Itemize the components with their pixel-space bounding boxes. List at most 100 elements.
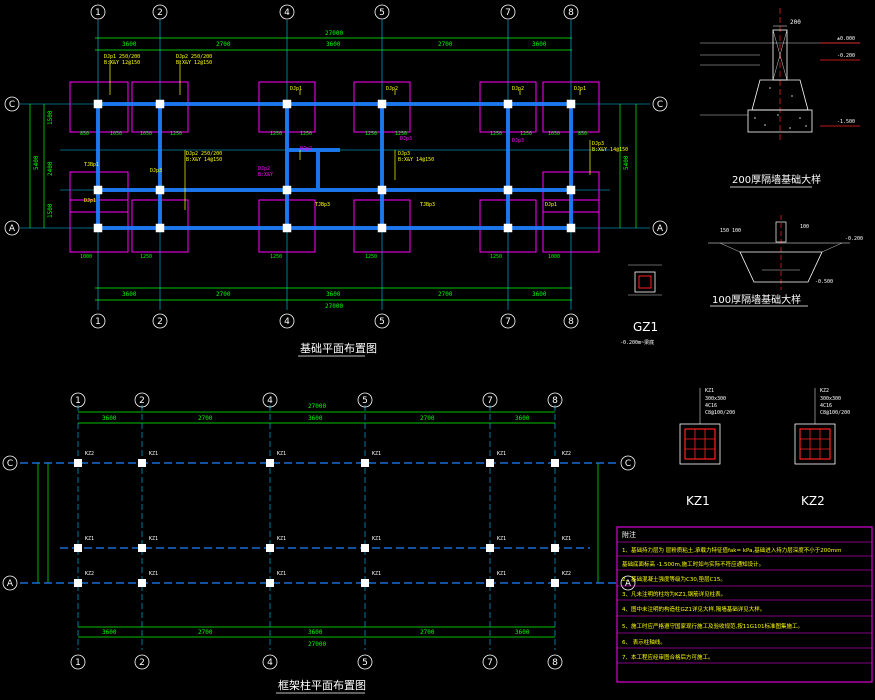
fp-axis-C: C <box>9 100 15 110</box>
cp-kz-r: KZ2 <box>562 571 571 577</box>
svg-text:850: 850 <box>80 131 89 137</box>
svg-text:TJBp3: TJBp3 <box>315 202 330 208</box>
gz1-name: GZ1 <box>633 320 658 334</box>
cp-dim-4: 2700 <box>420 415 435 422</box>
svg-text:100: 100 <box>800 224 809 230</box>
foundation-plan: DJp1 250/200 B:X&Y 12@150 DJp2 250/200 B… <box>4 4 668 357</box>
svg-text:KZ2: KZ2 <box>820 388 829 394</box>
fp-dim-side-total-r: 5400 <box>623 155 630 170</box>
cp-dim-4b: 2700 <box>420 629 435 636</box>
cp-dim-1: 3600 <box>102 415 117 422</box>
cp-kz-m: KZ2 <box>85 571 94 577</box>
svg-text:B:X&Y 12@150: B:X&Y 12@150 <box>176 60 212 66</box>
fp-axis-2b: 2 <box>157 317 163 327</box>
cp-axis-4b: 4 <box>267 658 273 668</box>
fp-axis-5: 5 <box>379 8 385 18</box>
svg-text:1250: 1250 <box>270 131 282 137</box>
svg-text:4C16: 4C16 <box>820 403 832 409</box>
fp-dim-5: 3600 <box>532 41 547 48</box>
svg-text:1250: 1250 <box>270 254 282 260</box>
svg-text:B:X&Y 14@150: B:X&Y 14@150 <box>186 157 222 163</box>
svg-text:1250: 1250 <box>140 254 152 260</box>
cp-kz-a: KZ2 <box>85 451 94 457</box>
svg-text:1250: 1250 <box>365 131 377 137</box>
svg-text:DJp3: DJp3 <box>592 141 604 147</box>
svg-text:DJp3: DJp3 <box>400 136 412 142</box>
svg-text:1000: 1000 <box>548 254 560 260</box>
svg-text:TJBp1: TJBp1 <box>84 162 99 168</box>
svg-text:1050: 1050 <box>140 131 152 137</box>
svg-text:-0.500: -0.500 <box>815 279 833 285</box>
note-4: 4、图中未注明的构造柱GZ1详见大样,隔墙基础详见大样。 <box>622 605 765 613</box>
d200-level-0: ±0.000 <box>837 36 855 42</box>
fp-dim-4b: 2700 <box>438 291 453 298</box>
fp-dim-1: 3600 <box>122 41 137 48</box>
svg-text:DJp2: DJp2 <box>300 146 312 152</box>
detail-200-wall-footing: ±0.000 -0.200 -1.500 200 200厚隔墙基础大样 <box>700 8 860 188</box>
svg-text:1250: 1250 <box>395 131 407 137</box>
fp-axis-C-r: C <box>657 100 663 110</box>
cp-kz-n: KZ1 <box>149 571 158 577</box>
cp-kz-j: KZ1 <box>372 536 381 542</box>
cp-axis-2b: 2 <box>139 658 145 668</box>
svg-text:1000: 1000 <box>80 254 92 260</box>
svg-text:B:X&Y: B:X&Y <box>258 172 273 178</box>
fp-axis-4: 4 <box>284 8 290 18</box>
note-6: 6、 表示柱轴线。 <box>622 638 666 646</box>
cp-axis-7b: 7 <box>487 658 493 668</box>
fp-axis-8: 8 <box>568 8 574 18</box>
note-5: 5、施工时应严格遵守国家现行施工及验收规范,按11G101标准图集施工。 <box>622 622 803 630</box>
cp-dim-3b: 3600 <box>308 629 323 636</box>
svg-text:1250: 1250 <box>520 131 532 137</box>
cp-dim-2b: 2700 <box>198 629 213 636</box>
note-1b: 基础底面标高 -1.500m,施工时如与实际不符应通知设计。 <box>622 560 764 568</box>
svg-text:300x300: 300x300 <box>705 396 726 402</box>
fp-axis-8b: 8 <box>568 317 574 327</box>
cp-dim-2: 2700 <box>198 415 213 422</box>
fp-dim-2b: 2700 <box>216 291 231 298</box>
svg-text:C8@100/200: C8@100/200 <box>705 410 735 416</box>
cp-axis-C-r: C <box>625 459 631 469</box>
gz1-section: GZ1 -0.200m~梁底 <box>620 264 662 346</box>
svg-text:1050: 1050 <box>548 131 560 137</box>
fp-dim-5b: 3600 <box>532 291 547 298</box>
cp-axis-5: 5 <box>362 396 368 406</box>
cp-axis-A-r: A <box>625 579 632 589</box>
d200-level-2: -1.500 <box>837 119 855 125</box>
svg-text:DJp2: DJp2 <box>386 86 398 92</box>
cp-kz-f: KZ2 <box>562 451 571 457</box>
cp-kz-d: KZ1 <box>372 451 381 457</box>
fp-dim-side-total: 5400 <box>33 155 40 170</box>
fp-axis-A-r: A <box>657 224 664 234</box>
cp-axis-8b: 8 <box>552 658 558 668</box>
svg-text:DJp3: DJp3 <box>150 168 162 174</box>
cp-kz-l: KZ1 <box>562 536 571 542</box>
cp-axis-4: 4 <box>267 396 273 406</box>
cp-kz-i: KZ1 <box>277 536 286 542</box>
svg-text:DJp2 250/200: DJp2 250/200 <box>186 151 222 157</box>
cp-kz-b: KZ1 <box>149 451 158 457</box>
svg-text:DJp1 250/200: DJp1 250/200 <box>104 54 140 60</box>
svg-text:1250: 1250 <box>170 131 182 137</box>
column-plan: KZ2 KZ1 KZ1 KZ1 KZ1 KZ2 KZ1 KZ1 KZ1 KZ1 … <box>2 392 636 694</box>
detail-100-wall-footing: 150 100 100 -0.200 -0.500 100厚隔墙基础大样 <box>708 215 863 307</box>
column-plan-title: 框架柱平面布置图 <box>278 678 366 692</box>
cp-kz-k: KZ1 <box>497 536 506 542</box>
fp-axis-1: 1 <box>95 8 101 18</box>
fp-axis-A: A <box>9 224 16 234</box>
fp-dim-2: 2700 <box>216 41 231 48</box>
svg-text:DJp1: DJp1 <box>84 198 96 204</box>
note-2: 2、基础混凝土强度等级为C30,垫层C15。 <box>622 575 726 583</box>
fp-axis-7b: 7 <box>505 317 511 327</box>
cp-dim-total: 27000 <box>308 403 326 410</box>
fp-dim-4: 2700 <box>438 41 453 48</box>
svg-text:DJp2: DJp2 <box>512 86 524 92</box>
cp-kz-c: KZ1 <box>277 451 286 457</box>
foundation-plan-title: 基础平面布置图 <box>300 342 377 355</box>
svg-text:1250: 1250 <box>490 131 502 137</box>
fp-dim-side-2: 2400 <box>47 161 54 176</box>
svg-text:TJBp3: TJBp3 <box>420 202 435 208</box>
fp-dim-1b: 3600 <box>122 291 137 298</box>
svg-text:DJp1: DJp1 <box>290 86 302 92</box>
